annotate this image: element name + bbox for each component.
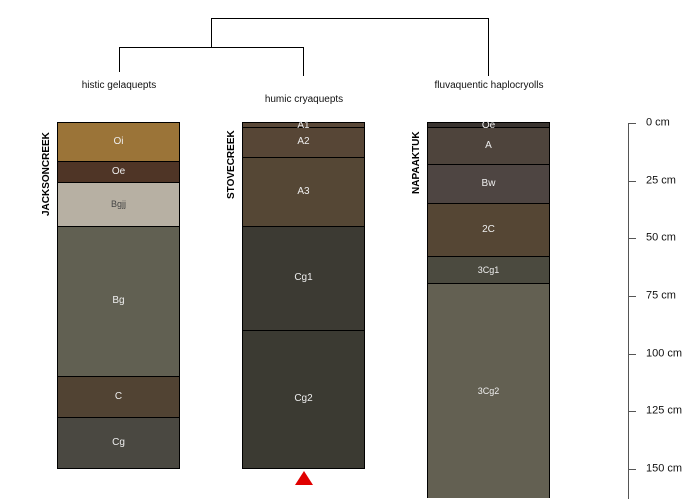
taxon-label: fluvaquentic haplocryolls [434, 80, 544, 91]
horizon-a: A [427, 126, 550, 165]
horizon-label: A3 [297, 185, 310, 197]
axis-tick [628, 123, 636, 124]
axis-tick-label: 0 cm [646, 116, 670, 129]
horizon-label: A [485, 139, 492, 151]
horizon-oi: Oi [57, 122, 180, 163]
horizon-label: 3Cg2 [477, 385, 500, 396]
horizon-3cg2: 3Cg2 [427, 283, 550, 498]
axis-tick-label: 150 cm [646, 462, 683, 475]
horizon-label: Cg2 [294, 393, 313, 405]
profile-name: NAPAAKTUK [411, 131, 422, 194]
horizon-bw: Bw [427, 163, 550, 204]
axis-tick-label: 75 cm [646, 289, 676, 302]
horizon-label: Oi [113, 136, 124, 148]
profile-name: STOVECREEK [226, 130, 237, 199]
dendrogram-branch [119, 47, 120, 72]
dendrogram-branch [211, 18, 212, 47]
horizon-c: C [57, 375, 180, 419]
axis-tick-label: 50 cm [646, 231, 676, 244]
horizon-label: Oe [481, 120, 496, 131]
axis-tick [628, 180, 636, 182]
axis-tick-label: 25 cm [646, 174, 676, 187]
dendrogram-branch [119, 47, 304, 48]
axis-tick [628, 296, 636, 297]
horizon-label: A1 [297, 120, 310, 131]
axis-tick [628, 353, 636, 355]
horizon-label: Oe [111, 166, 126, 178]
axis-line [628, 123, 629, 499]
horizon-label: Cg [112, 437, 125, 449]
horizon-label: Cg1 [294, 272, 313, 284]
dendrogram-branch [211, 18, 489, 19]
dendrogram-branch [303, 47, 304, 76]
marker-triangle-icon [295, 471, 313, 485]
horizon-label: Bgjj [110, 198, 126, 209]
dendrogram-branch [488, 18, 489, 76]
horizon-3cg1: 3Cg1 [427, 255, 550, 285]
axis-tick-label: 125 cm [646, 404, 683, 417]
horizon-a1: A1 [242, 120, 365, 131]
horizon-label: 3Cg1 [477, 264, 500, 275]
taxon-label: humic cryaquepts [264, 94, 344, 105]
horizon-cg: Cg [57, 417, 180, 469]
horizon-label: Bw [481, 177, 496, 189]
taxon-label: histic gelaquepts [81, 80, 157, 91]
horizon-label: 2C [482, 223, 495, 235]
horizon-2c: 2C [427, 202, 550, 257]
horizon-cg2: Cg2 [242, 329, 365, 469]
axis-tick-label: 100 cm [646, 347, 683, 360]
axis-tick [628, 469, 636, 470]
horizon-bgjj: Bgjj [57, 181, 180, 227]
axis-tick [628, 238, 636, 240]
horizon-a2: A2 [242, 126, 365, 158]
horizon-a3: A3 [242, 156, 365, 227]
horizon-oe: Oe [57, 161, 180, 183]
horizon-bg: Bg [57, 225, 180, 377]
axis-tick [628, 411, 636, 413]
horizon-label: C [114, 390, 123, 402]
horizon-label: A2 [297, 136, 310, 148]
horizon-label: Bg [112, 295, 125, 307]
horizon-cg1: Cg1 [242, 225, 365, 331]
profile-name: JACKSONCREEK [41, 132, 52, 216]
horizon-oe: Oe [427, 120, 550, 131]
